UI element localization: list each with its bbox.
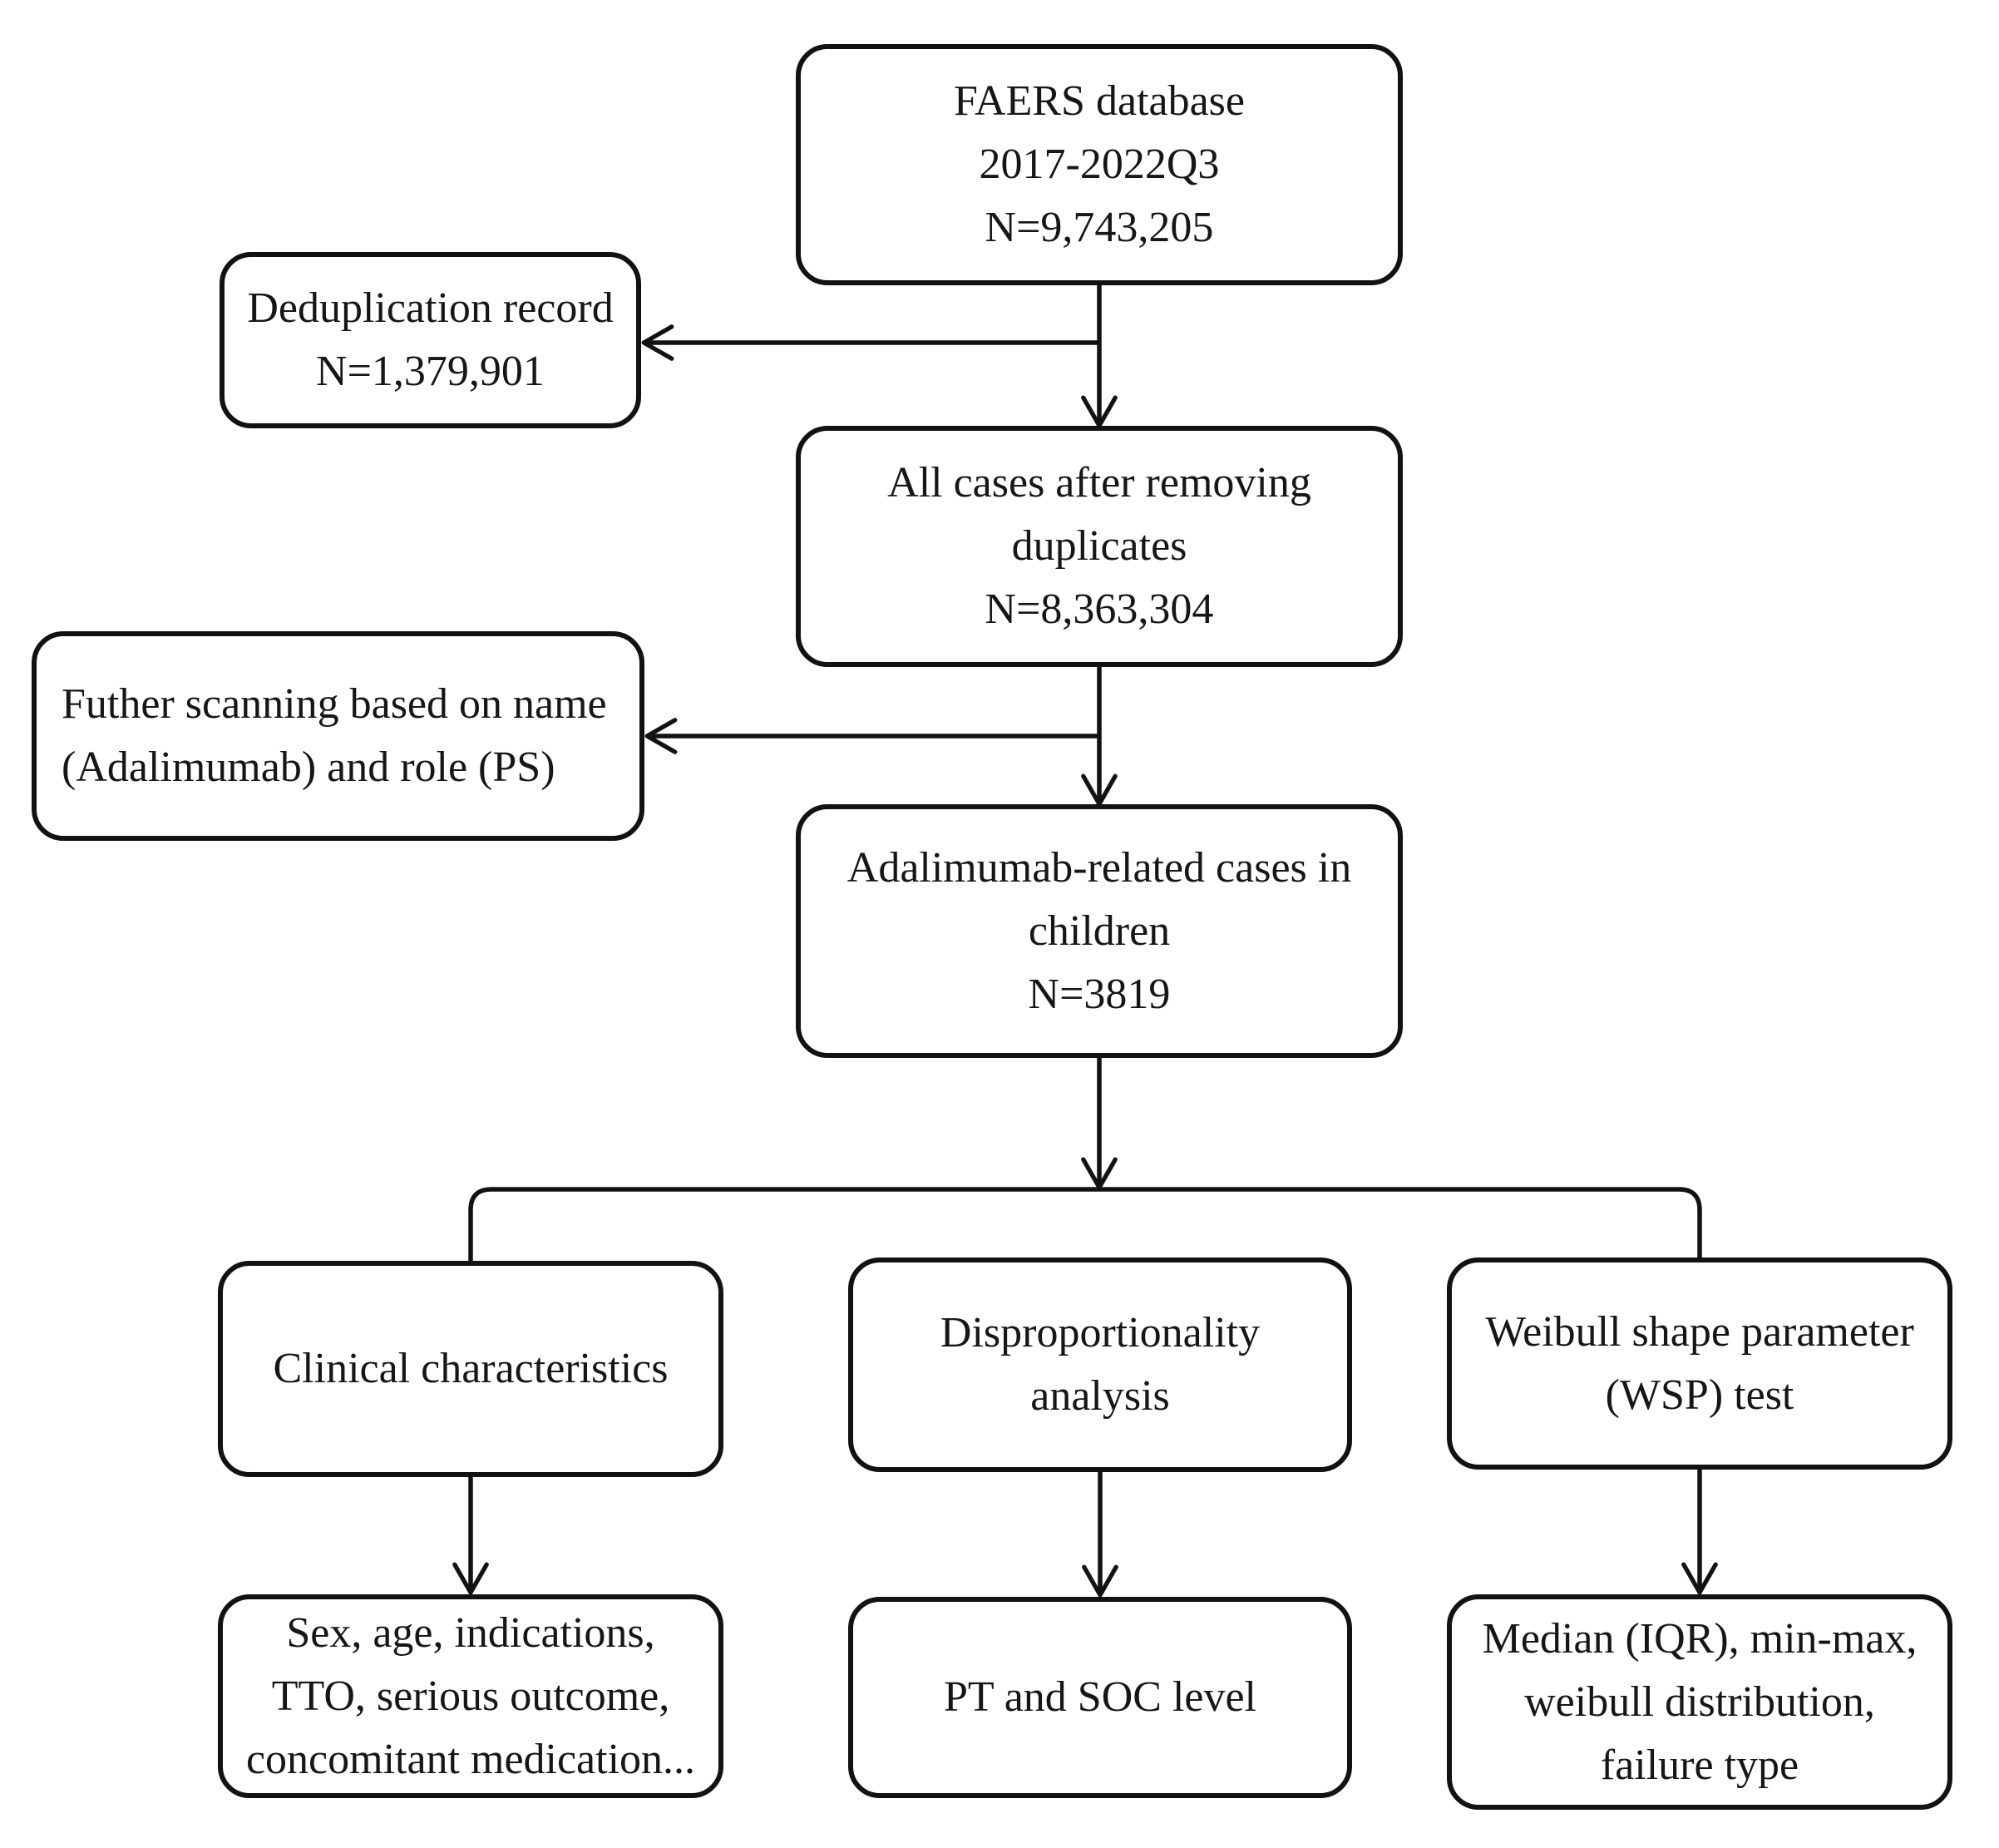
node-disproportionality-analysis: Disproportionality analysis: [848, 1258, 1352, 1472]
node-faers-database-label: FAERS database 2017-2022Q3 N=9,743,205: [954, 77, 1245, 251]
node-all-cases-after-dedup-label: All cases after removing duplicates N=8,…: [887, 459, 1311, 633]
branch-line: [468, 1187, 1702, 1261]
node-weibull-shape-parameter-test-label: Weibull shape parameter (WSP) test: [1485, 1307, 1914, 1419]
node-deduplication-record-label: Deduplication record N=1,379,901: [247, 284, 614, 395]
node-disproportionality-analysis-label: Disproportionality analysis: [940, 1309, 1261, 1420]
node-pt-soc-level-label: PT and SOC level: [943, 1673, 1257, 1721]
node-clinical-characteristics: Clinical characteristics: [218, 1261, 723, 1477]
node-weibull-detail-label: Median (IQR), min-max, weibull distribut…: [1482, 1614, 1918, 1789]
node-adalimumab-cases-children: Adalimumab-related cases in children N=3…: [796, 804, 1403, 1058]
node-weibull-detail: Median (IQR), min-max, weibull distribut…: [1447, 1594, 1952, 1810]
node-further-scanning: Futher scanning based on name (Adalimuma…: [32, 631, 644, 841]
node-weibull-shape-parameter-test: Weibull shape parameter (WSP) test: [1447, 1258, 1952, 1470]
node-clinical-characteristics-label: Clinical characteristics: [273, 1345, 669, 1392]
node-clinical-detail-label: Sex, age, indications, TTO, serious outc…: [245, 1608, 696, 1783]
node-adalimumab-cases-children-label: Adalimumab-related cases in children N=3…: [846, 843, 1352, 1018]
node-pt-soc-level: PT and SOC level: [848, 1597, 1352, 1798]
node-all-cases-after-dedup: All cases after removing duplicates N=8,…: [796, 426, 1403, 667]
node-further-scanning-label: Futher scanning based on name (Adalimuma…: [62, 680, 607, 791]
node-clinical-detail: Sex, age, indications, TTO, serious outc…: [218, 1594, 723, 1798]
node-deduplication-record: Deduplication record N=1,379,901: [220, 252, 641, 428]
node-faers-database: FAERS database 2017-2022Q3 N=9,743,205: [796, 44, 1403, 285]
